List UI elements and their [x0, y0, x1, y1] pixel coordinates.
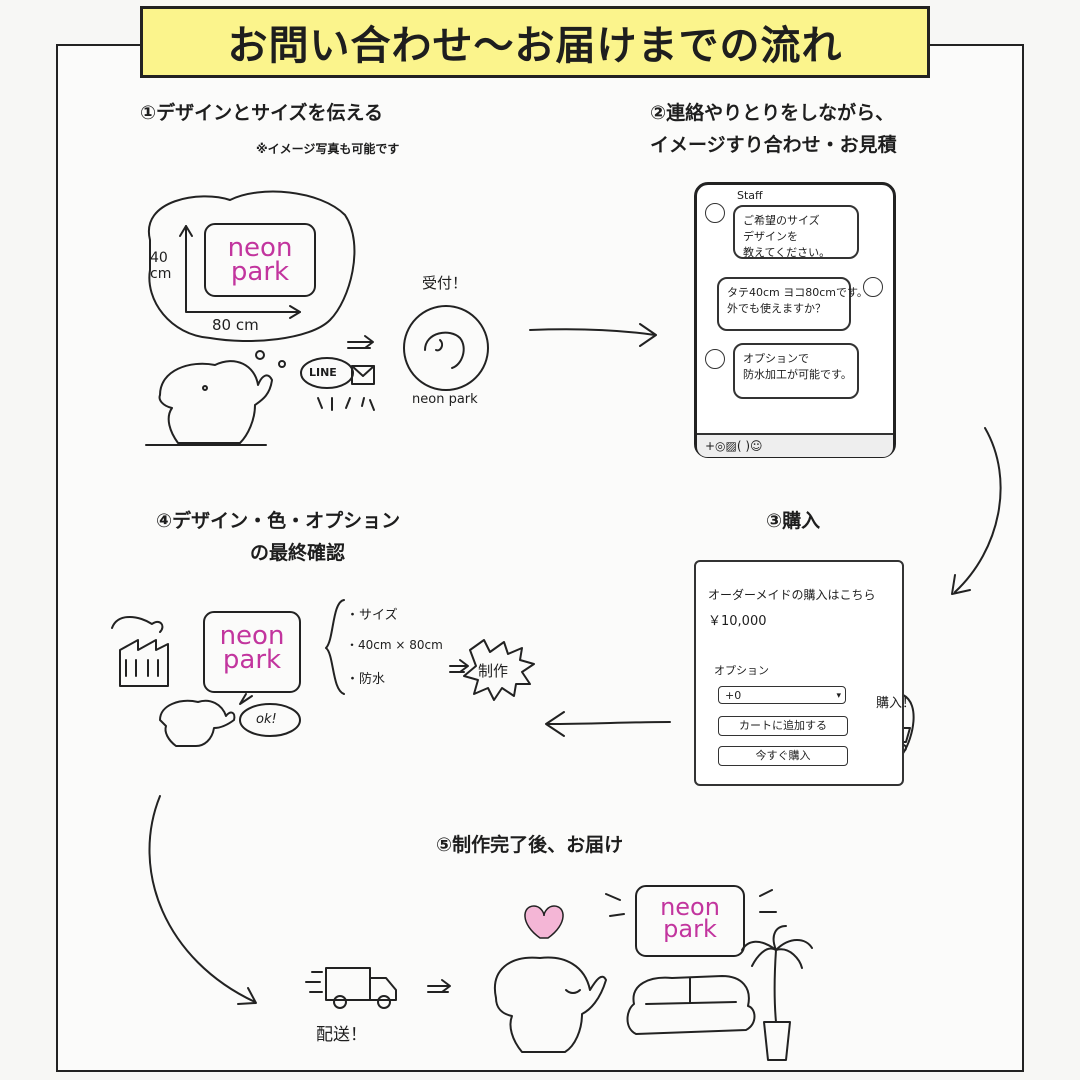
factory-sketch — [119, 639, 169, 687]
chat-toolbar[interactable]: +◎▨( )☺ — [697, 433, 893, 457]
chat-message-staff-2: オプションで 防水加工が可能です。 — [733, 343, 859, 399]
arrow-2-to-3 — [951, 427, 1002, 595]
delivery-label: 配送！ — [316, 1025, 367, 1045]
brand-label: neon park — [412, 392, 478, 407]
step5-logo-line1: neon — [660, 893, 720, 921]
step4-logo-frame — [203, 611, 301, 693]
chat-toolbar-icons: +◎▨( )☺ — [705, 439, 763, 453]
buy-now-button[interactable]: 今すぐ購入 — [718, 746, 848, 766]
step3-heading: ③購入 — [766, 510, 821, 532]
step4-logo-line1: neon — [219, 621, 285, 651]
spec-size: ・サイズ — [346, 608, 398, 623]
ok-label: ok! — [256, 712, 277, 727]
title-banner: お問い合わせ〜お届けまでの流れ — [140, 6, 930, 78]
option-select[interactable]: +0 ▾ — [718, 686, 846, 704]
step4-heading-line2: の最終確認 — [250, 542, 346, 564]
staff-label: Staff — [737, 189, 763, 202]
reception-stamp — [403, 305, 489, 391]
page-title: お問い合わせ〜お届けまでの流れ — [227, 23, 843, 69]
step2-heading-line2: イメージすり合わせ・お見積 — [650, 134, 897, 156]
add-to-cart-button[interactable]: カートに追加する — [718, 716, 848, 736]
step1-logo-line1: neon — [227, 233, 293, 263]
step1-logo: neon park — [212, 233, 308, 287]
chat-message-staff-1: ご希望のサイズ デザインを 教えてください。 — [733, 205, 859, 259]
step5-logo-frame — [635, 885, 745, 957]
reception-label: 受付！ — [422, 274, 468, 292]
option-select-value: +0 — [725, 689, 742, 702]
order-title: オーダーメイドの購入はこちら — [708, 588, 876, 602]
chevron-down-icon: ▾ — [836, 691, 841, 701]
heart-icon — [524, 905, 564, 939]
staff-avatar-2 — [705, 349, 725, 369]
step4-heading-line1: ④デザイン・色・オプション — [156, 510, 401, 532]
happy-elephant — [493, 956, 607, 1053]
arrow-4-to-5 — [148, 795, 257, 1005]
step1-logo-frame — [204, 223, 316, 297]
option-label: オプション — [714, 664, 769, 677]
step5-logo-line2: park — [663, 915, 717, 943]
step1-note: ※イメージ写真も可能です — [256, 142, 400, 156]
palm-tree — [741, 925, 813, 1023]
step5-heading: ⑤制作完了後、お届け — [436, 834, 624, 856]
step4-logo-line2: park — [222, 645, 282, 675]
sofa-sketch — [626, 975, 756, 1035]
step4-logo: neon park — [204, 621, 300, 675]
line-label: LINE — [309, 366, 337, 379]
delivery-truck — [325, 967, 397, 1001]
arrow-3-to-4 — [545, 711, 671, 737]
step1-logo-line2: park — [230, 257, 290, 287]
thought-cloud — [147, 190, 356, 342]
customer-avatar — [863, 277, 883, 297]
spec-dimensions: ・40cm × 80cm — [346, 638, 443, 652]
step2-heading-line1: ②連絡やりとりをしながら、 — [650, 102, 895, 124]
chat-phone: Staff ご希望のサイズ デザインを 教えてください。 タテ40cm ヨコ80… — [694, 182, 896, 458]
width-label: 80 cm — [212, 316, 259, 334]
step5-logo: neon park — [640, 893, 740, 943]
spec-waterproof: ・防水 — [346, 672, 386, 687]
step1-heading: ①デザインとサイズを伝える — [140, 102, 383, 124]
buy-label: 購入！ — [876, 696, 916, 711]
chat-message-customer: タテ40cm ヨコ80cmです。 外でも使えますか？ — [717, 277, 868, 331]
elephant-sketch — [158, 360, 273, 444]
height-label: 40 cm — [150, 250, 172, 282]
production-label: 制作 — [478, 662, 509, 680]
production-burst — [463, 639, 535, 701]
order-price: ￥10,000 — [708, 614, 767, 629]
arrow-1-to-2 — [529, 323, 657, 347]
staff-avatar — [705, 203, 725, 223]
order-panel: オーダーメイドの購入はこちら ￥10,000 オプション +0 ▾ カートに追加… — [694, 560, 904, 786]
